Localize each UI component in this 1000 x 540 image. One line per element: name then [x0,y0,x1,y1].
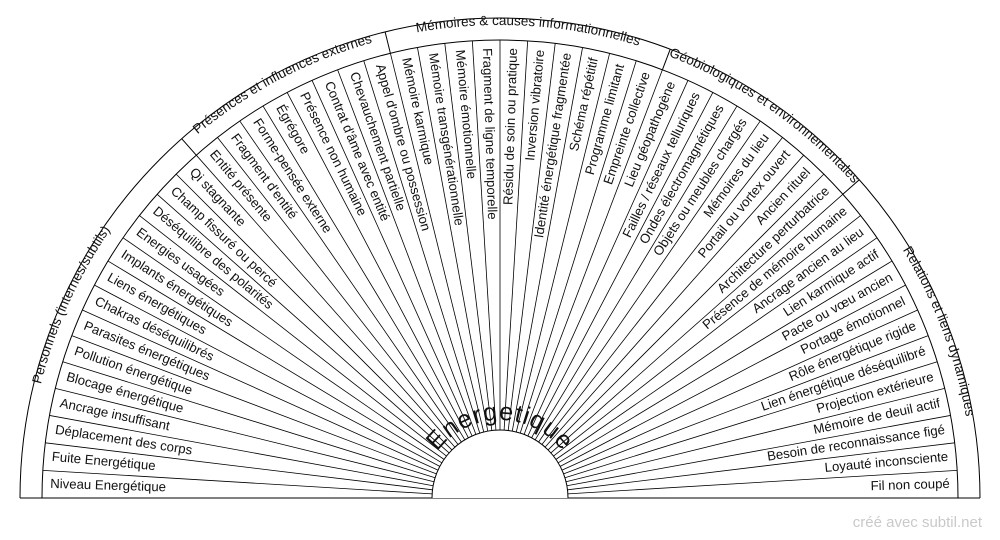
spoke-line [567,469,958,495]
spoke-line [519,60,637,434]
spoke-line [527,80,689,437]
spoke-line [550,193,844,454]
spoke-line [175,173,453,451]
item-label: Fuite Energétique [51,449,156,473]
spoke-line [541,137,783,445]
spoke-line [390,53,485,433]
spoke-line [82,309,439,471]
spoke-line [560,284,906,467]
spoke-line [553,215,861,457]
spoke-line [55,388,435,483]
item-label: Fil non coupé [870,476,950,493]
spoke-line [42,469,433,495]
spoke-line [156,193,450,454]
spoke-line [94,284,440,467]
spoke-line [262,105,466,441]
spoke-line [565,388,945,483]
spoke-line [503,40,529,431]
spoke-line [531,92,714,438]
spoke-line [139,215,447,457]
spoke-line [547,173,825,451]
spoke-line [515,53,610,433]
spoke-line [195,154,456,448]
spoke-line [107,260,443,464]
group-separator [181,138,197,156]
spoke-line [561,309,918,471]
spoke-line [557,260,893,464]
spoke-line [71,335,437,475]
footer-credit: créé avec subtil.net [852,514,982,531]
spoke-line [507,43,556,431]
spoke-line [363,60,481,434]
group-title: Géobiologiques et environnementales [667,45,862,186]
item-label: Niveau Energétique [50,476,166,494]
item-label: Fragment de ligne temporelle [480,48,500,220]
group-separator [661,49,671,70]
item-label: Loyauté inconsciente [824,449,949,475]
spoke-line [62,361,436,479]
spoke-line [555,237,878,460]
spoke-line [567,442,955,491]
spoke-line [311,80,473,437]
spoke-line [564,361,938,479]
spoke-line [566,415,951,487]
spoke-line [286,92,469,438]
item-label: Résidu de soin ou pratique [500,48,520,205]
spoke-line [337,69,477,435]
spoke-line [444,43,493,431]
spoke-line [511,47,583,432]
spoke-line [538,120,761,443]
spoke-line [45,442,433,491]
group-separator [384,31,391,54]
spoke-line [523,69,663,435]
outer-arc [19,17,981,499]
spoke-line [534,105,738,441]
spoke-line [122,237,445,460]
spoke-line [544,154,805,448]
spoke-line [49,415,434,487]
spoke-line [417,47,489,432]
group-separator [842,179,860,195]
spoke-line [563,335,929,475]
spoke-line [239,120,462,443]
spoke-line [217,137,459,445]
spoke-line [471,40,497,431]
